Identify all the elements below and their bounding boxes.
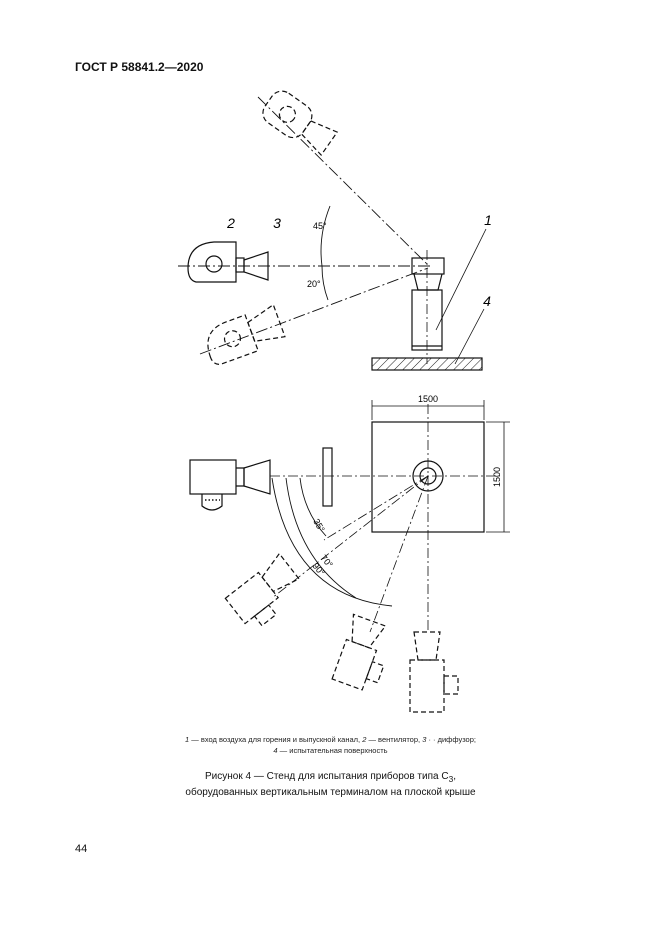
- document-header: ГОСТ Р 58841.2—2020: [75, 60, 204, 74]
- figure-caption: Рисунок 4 — Стенд для испытания приборов…: [0, 770, 661, 799]
- lower-dashed-device: [207, 303, 286, 365]
- callout-4: 4: [483, 293, 491, 309]
- dimension-height: 1500: [492, 467, 502, 487]
- callout-3: 3: [273, 215, 281, 231]
- angle-20-label: 20°: [307, 279, 321, 289]
- dimension-width: 1500: [418, 394, 438, 404]
- legend-num-1: 1: [185, 735, 190, 744]
- legend-text-4: — испытательная поверхность: [277, 746, 388, 755]
- plan-view: [189, 400, 510, 713]
- angle-35-label: 35°: [311, 517, 327, 534]
- caption-comma: ,: [453, 771, 456, 782]
- page-number: 44: [75, 843, 88, 855]
- callout-1: 1: [484, 212, 492, 228]
- caption-line2: оборудованных вертикальным терминалом на…: [185, 787, 476, 798]
- angle-45-label: 45°: [313, 221, 327, 231]
- caption-line1: Рисунок 4 — Стенд для испытания приборов…: [204, 771, 449, 782]
- callout-2: 2: [226, 215, 235, 231]
- legend-num-3: 3: [422, 735, 427, 744]
- elevation-view: [178, 90, 487, 371]
- legend-text-3: · · диффузор;: [426, 735, 476, 744]
- upper-dashed-device: [262, 90, 339, 157]
- legend-num-4: 4: [273, 746, 278, 755]
- legend-text-1: — вход воздуха для горения и выпускной к…: [189, 735, 363, 744]
- caption-subscript: 3: [448, 774, 454, 784]
- figure-legend: 1 — вход воздуха для горения и выпускной…: [0, 734, 661, 756]
- fan-device: [187, 241, 269, 283]
- legend-num-2: 2: [362, 735, 367, 744]
- legend-text-2: — вентилятор,: [366, 735, 423, 744]
